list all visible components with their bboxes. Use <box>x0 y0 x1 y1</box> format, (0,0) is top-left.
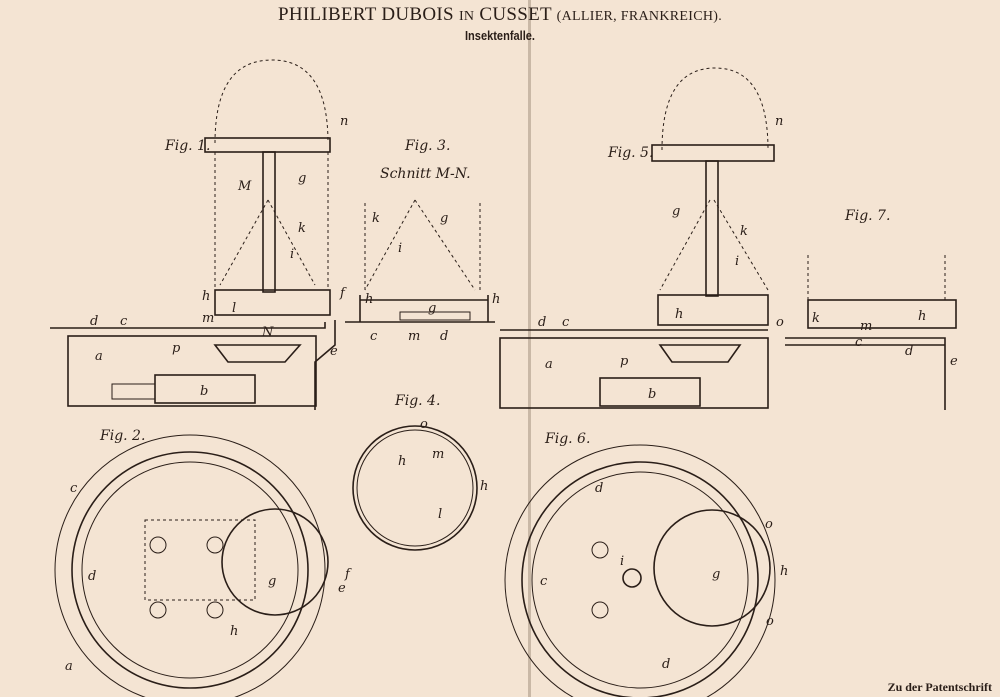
label: g <box>712 567 720 582</box>
label: b <box>648 387 656 402</box>
fig-6-label: Fig. 6. <box>544 431 590 447</box>
header-in: IN <box>458 9 475 24</box>
label: h <box>918 309 926 324</box>
figure-7: k m h c d e <box>785 255 958 410</box>
label: o <box>766 614 774 629</box>
label: d <box>88 569 96 584</box>
label: l <box>232 301 236 316</box>
patent-subtitle: Insektenfalle. <box>464 28 536 43</box>
inventor-name: PHILIBERT DUBOIS <box>277 4 454 25</box>
label: d <box>905 344 913 359</box>
label: o <box>765 517 773 532</box>
label: o <box>420 417 428 432</box>
label: h <box>780 564 788 579</box>
label: k <box>298 221 306 236</box>
label: d <box>538 315 546 330</box>
label: e <box>950 354 958 369</box>
label: i <box>620 554 624 569</box>
fig-3-label: Fig. 3. <box>404 138 450 154</box>
label: d <box>90 314 98 329</box>
inventor-place: CUSSET <box>479 4 552 25</box>
fig-7-label: Fig. 7. <box>844 208 890 224</box>
label: g <box>298 171 306 186</box>
label: d <box>440 329 448 344</box>
page-fold <box>528 0 531 697</box>
label: h <box>675 307 683 322</box>
label: m <box>860 319 872 334</box>
label: l <box>438 507 442 522</box>
label: d <box>662 657 670 672</box>
label: m <box>408 329 420 344</box>
label: o <box>776 315 784 330</box>
label: c <box>562 315 570 330</box>
inventor-region: (ALLIER, FRANKREICH). <box>556 9 723 24</box>
label: h <box>230 624 238 639</box>
figure-5: n g k i h d c o p a b <box>499 67 784 409</box>
label: n <box>775 114 783 129</box>
label: h <box>365 292 373 307</box>
label: h <box>398 454 406 469</box>
label: e <box>330 344 338 359</box>
label: k <box>740 224 748 239</box>
label: c <box>370 329 378 344</box>
label: i <box>735 254 739 269</box>
label: m <box>202 311 214 326</box>
patent-header: PHILIBERT DUBOIS IN CUSSET (ALLIER, FRAN… <box>0 4 1000 26</box>
label: N <box>261 325 274 340</box>
label: c <box>540 574 548 589</box>
figure-6: d o i g h c o d <box>504 444 788 697</box>
figure-3: k g i h g c m d h <box>345 199 500 344</box>
fig-3-caption: Schnitt M-N. <box>380 166 471 182</box>
label: a <box>545 357 553 372</box>
label: p <box>620 354 629 369</box>
label: c <box>120 314 128 329</box>
label: b <box>200 384 208 399</box>
figure-2: c d g f e h a <box>54 434 352 697</box>
fig-4-label: Fig. 4. <box>394 393 440 409</box>
label: M <box>237 179 252 194</box>
label: a <box>65 659 73 674</box>
label: g <box>440 211 448 226</box>
label: e <box>338 581 346 596</box>
label: f <box>344 567 352 582</box>
label: f <box>339 286 347 301</box>
label: c <box>855 335 863 350</box>
label: p <box>172 341 181 356</box>
label: i <box>398 241 402 256</box>
label: k <box>812 311 820 326</box>
figure-4: o h m h l <box>352 417 488 551</box>
figure-1: n g M k i h m l f N d c p a b e <box>50 59 348 410</box>
label: h <box>202 289 210 304</box>
label: k <box>372 211 380 226</box>
label: a <box>95 349 103 364</box>
fig-1-label: Fig. 1. <box>164 138 210 154</box>
label: g <box>428 301 436 316</box>
label: g <box>672 204 680 219</box>
footer-note: Zu der Patentschrift <box>887 680 992 694</box>
label: g <box>268 574 276 589</box>
label: h <box>492 292 500 307</box>
fig-5-label: Fig. 5. <box>607 145 653 161</box>
label: n <box>340 114 348 129</box>
label: i <box>290 247 294 262</box>
label: m <box>432 447 444 462</box>
label: h <box>480 479 488 494</box>
label: d <box>595 481 603 496</box>
fig-2-label: Fig. 2. <box>99 428 145 444</box>
label: c <box>70 481 78 496</box>
